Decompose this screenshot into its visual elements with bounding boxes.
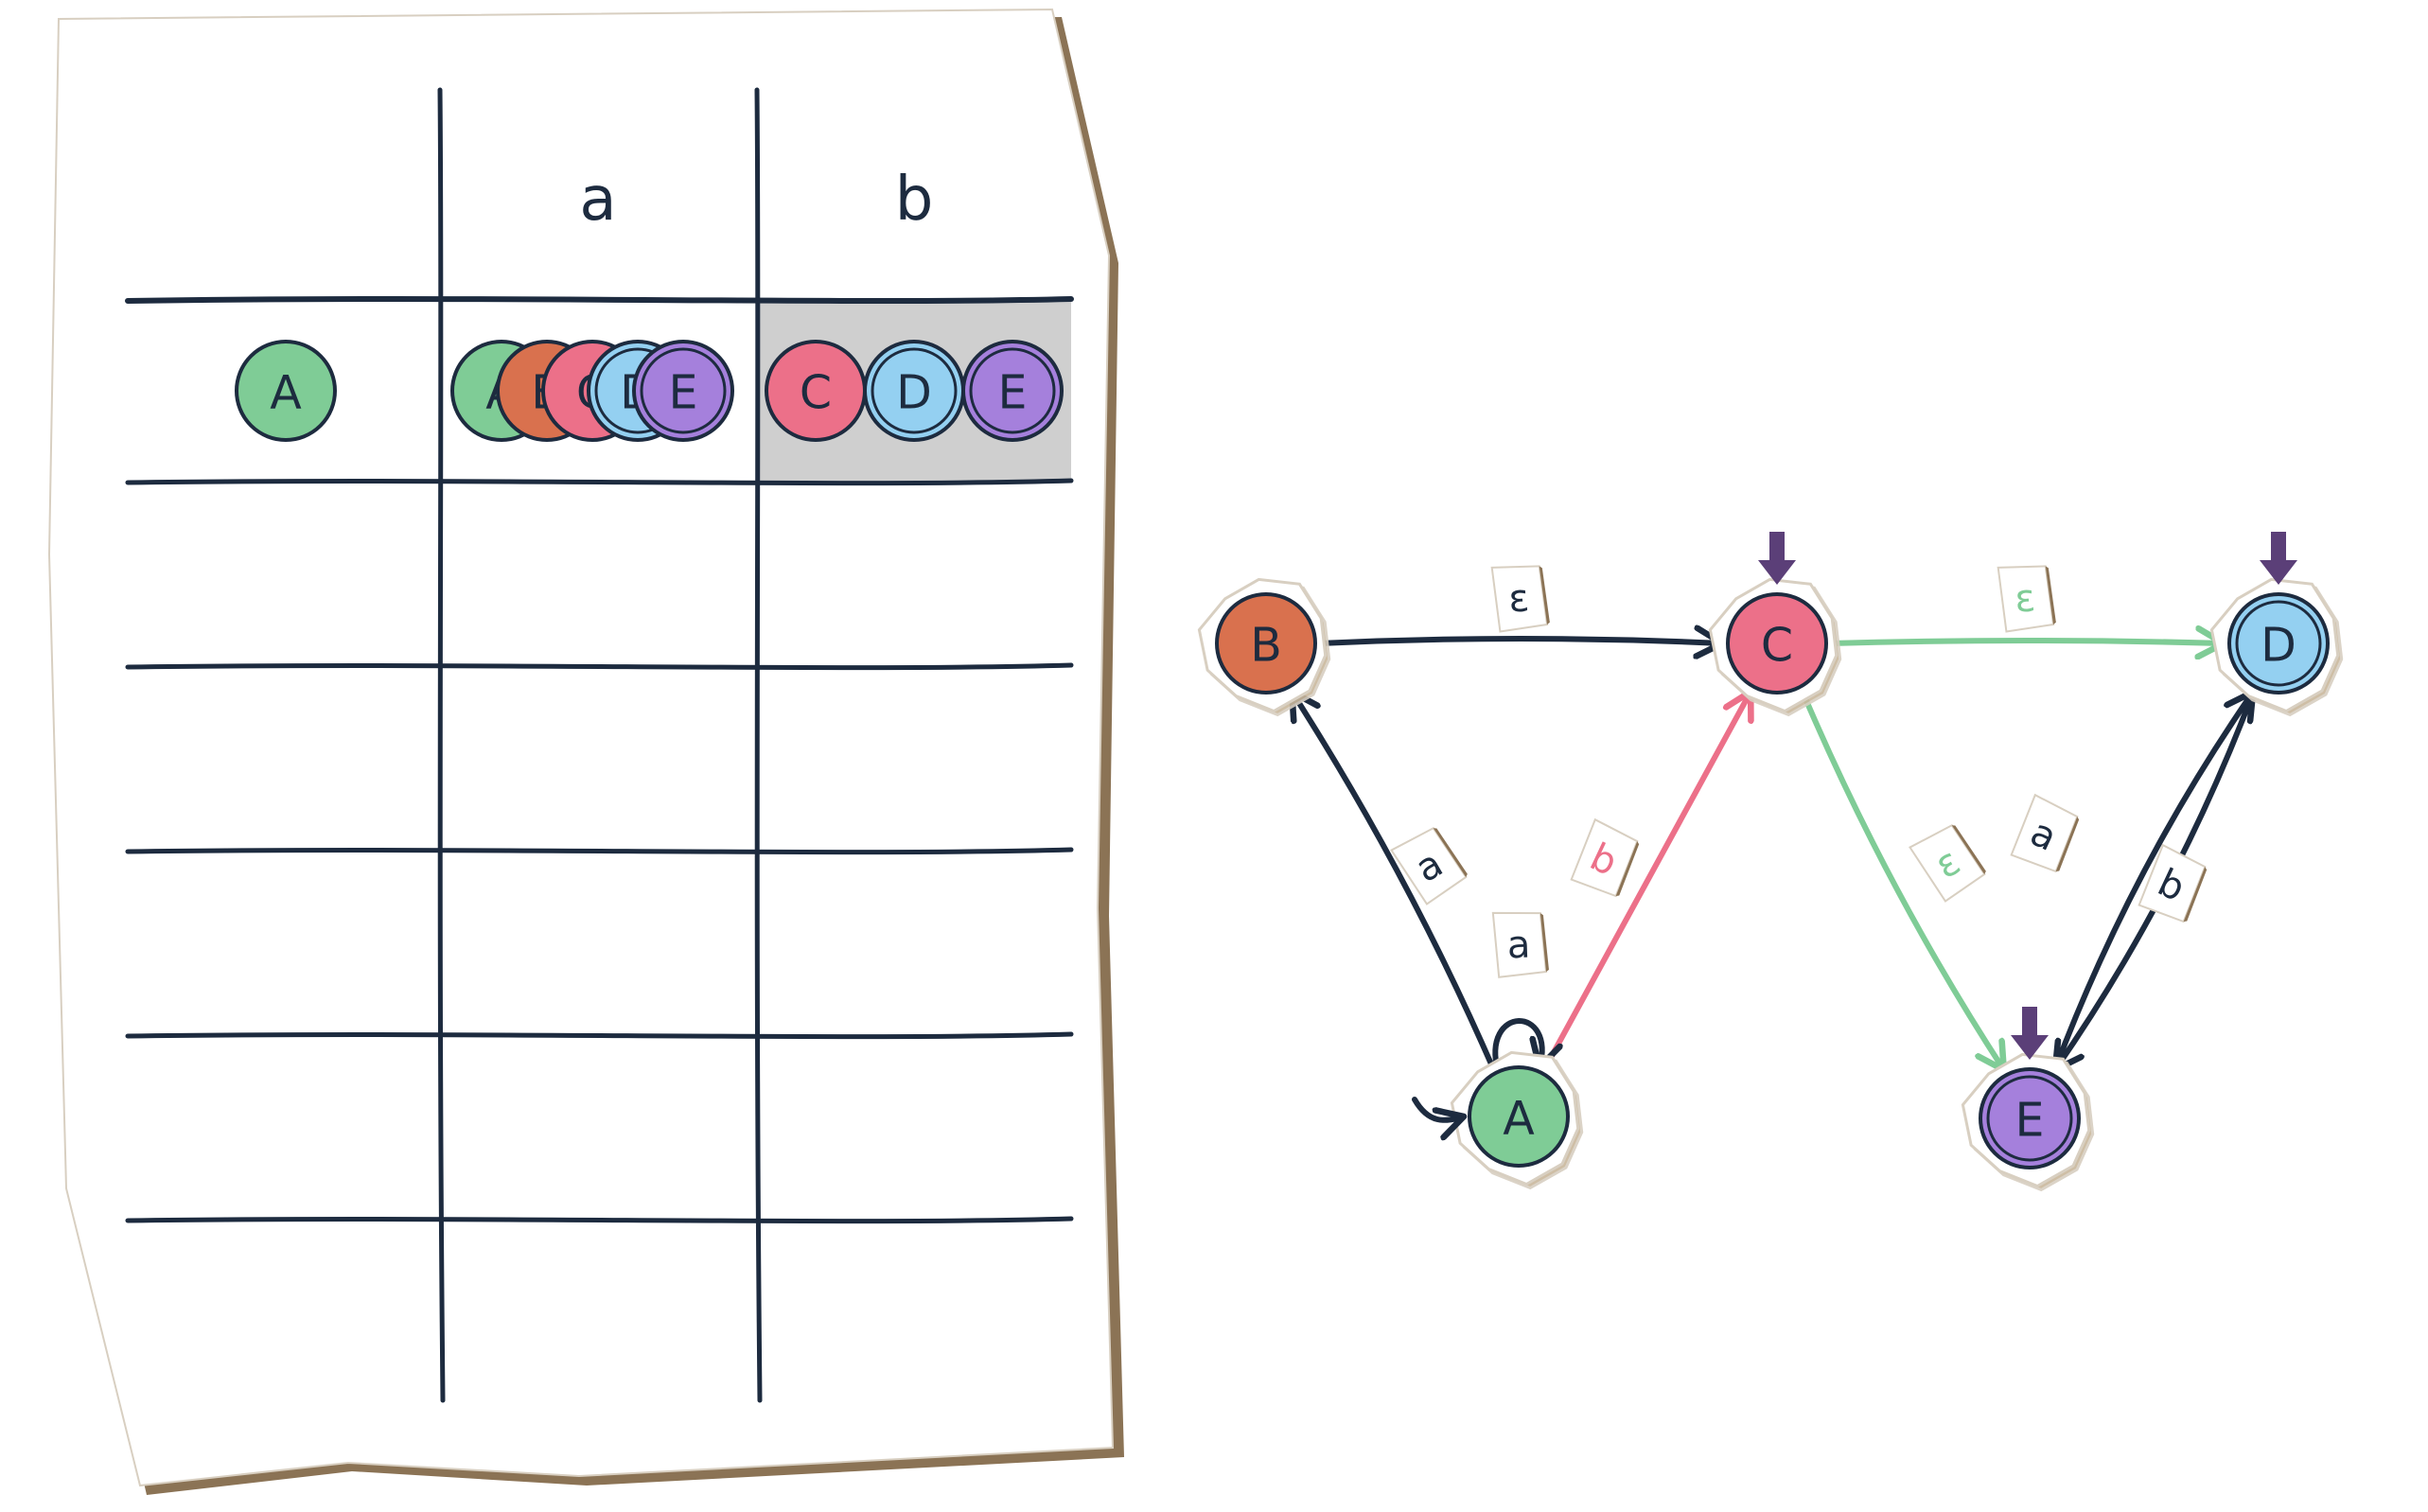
transition-arrow[interactable] (1827, 641, 2224, 643)
accepting-ring (2235, 600, 2322, 687)
state-circle (235, 340, 337, 442)
start-arrow-icon (1412, 1097, 1464, 1120)
state-label: E (669, 366, 698, 420)
transition-arrow[interactable] (1492, 1018, 1541, 1074)
table-tokens: AABCDECDE (235, 340, 1064, 442)
table-cell-b-token-d[interactable]: D (863, 340, 965, 442)
table-state-token-a[interactable]: A (235, 340, 337, 442)
accepting-ring (969, 347, 1056, 434)
column-header-symbol-a: a (579, 165, 616, 235)
table-cell-a-token-e[interactable]: E (632, 340, 734, 442)
transition-label-tag[interactable]: ε (1490, 564, 1551, 633)
label-paper (2010, 793, 2079, 873)
state-circle (1979, 1067, 2081, 1169)
transition-c-e[interactable]: ε (1799, 687, 2003, 1069)
automaton-states: A B C D E (1197, 532, 2344, 1192)
state-node-b[interactable]: B (1215, 592, 1317, 694)
transition-label-tag[interactable]: ε (1997, 564, 2057, 633)
transition-label-tag[interactable]: b (2136, 843, 2211, 926)
label-paper (2138, 843, 2207, 923)
automaton-state-b[interactable]: B (1197, 577, 1331, 717)
automaton-state-c[interactable]: C (1708, 532, 1842, 717)
table-cell-b-token-c[interactable]: C (765, 340, 867, 442)
label-paper-shadow (1951, 825, 1986, 874)
transition-arrow[interactable] (1540, 692, 1751, 1073)
label-paper (1997, 565, 2055, 633)
transition-label-tag[interactable]: a (1390, 823, 1469, 905)
label-paper-shadow (2183, 867, 2208, 923)
label-paper (1390, 826, 1468, 905)
transition-a-a[interactable]: a (1491, 911, 1549, 1074)
state-node-e[interactable]: E (1979, 1067, 2081, 1169)
transition-symbol: ε (1507, 576, 1531, 621)
state-label: C (800, 366, 832, 420)
state-label: D (896, 366, 932, 420)
state-node-c[interactable]: C (1726, 592, 1828, 694)
transition-label-tag[interactable]: ε (1909, 820, 1988, 903)
state-circle (632, 340, 734, 442)
transition-d-e[interactable]: b (2055, 687, 2258, 1070)
transition-label-tag[interactable]: a (2008, 793, 2084, 876)
transition-arrow[interactable] (2050, 692, 2253, 1075)
transition-c-d[interactable]: ε (1827, 564, 2224, 643)
marker-down-arrow-icon (2260, 532, 2297, 585)
transition-e-d[interactable]: a (2008, 692, 2253, 1075)
label-paper-shadow (1539, 913, 1549, 973)
automaton-state-d[interactable]: D (2209, 532, 2344, 717)
transition-symbol: ε (2014, 576, 2037, 621)
transition-a-b[interactable]: a (1292, 692, 1497, 1073)
label-paper-shadow (1615, 841, 1640, 897)
state-label: B (1250, 619, 1282, 673)
state-circle (1215, 592, 1317, 694)
state-label: A (270, 366, 302, 420)
state-circle (1468, 1065, 1570, 1168)
column-header-symbol-b: b (895, 165, 934, 235)
label-paper-shadow (2045, 566, 2056, 624)
state-label: E (2015, 1094, 2045, 1148)
label-paper-shadow (1539, 566, 1550, 624)
state-circle (1726, 592, 1828, 694)
transition-arrow[interactable] (1799, 687, 2003, 1069)
state-label: E (998, 366, 1028, 420)
transition-arrow[interactable] (1292, 692, 1497, 1073)
label-paper (1491, 911, 1548, 978)
label-paper (1909, 823, 1986, 903)
marker-down-arrow-icon (2011, 1007, 2049, 1060)
table-cell-b-token-e[interactable]: E (961, 340, 1064, 442)
accepting-ring (871, 347, 958, 434)
transition-a-c[interactable]: b (1540, 692, 1751, 1073)
transition-b-c[interactable]: ε (1316, 564, 1722, 643)
transition-arrow[interactable] (1316, 639, 1722, 643)
marker-down-arrow-icon (1758, 532, 1796, 585)
label-paper-shadow (2055, 817, 2080, 872)
transition-symbol: a (1506, 923, 1531, 968)
label-paper-shadow (1433, 828, 1468, 877)
state-label: A (1503, 1092, 1535, 1146)
automaton-state-e[interactable]: E (1961, 1007, 2095, 1192)
label-paper (1490, 565, 1549, 633)
state-circle (2227, 592, 2330, 694)
transition-label-tag[interactable]: b (1568, 818, 1644, 901)
state-label: D (2261, 619, 2296, 673)
accepting-ring (640, 347, 727, 434)
table-grid (125, 87, 1074, 1403)
state-label: C (1761, 619, 1793, 673)
automaton-state-a[interactable]: A (1412, 1050, 1584, 1190)
state-node-d[interactable]: D (2227, 592, 2330, 694)
transition-label-tag[interactable]: a (1491, 911, 1549, 978)
accepting-ring (1986, 1075, 2073, 1162)
state-circle (961, 340, 1064, 442)
state-node-a[interactable]: A (1468, 1065, 1570, 1168)
